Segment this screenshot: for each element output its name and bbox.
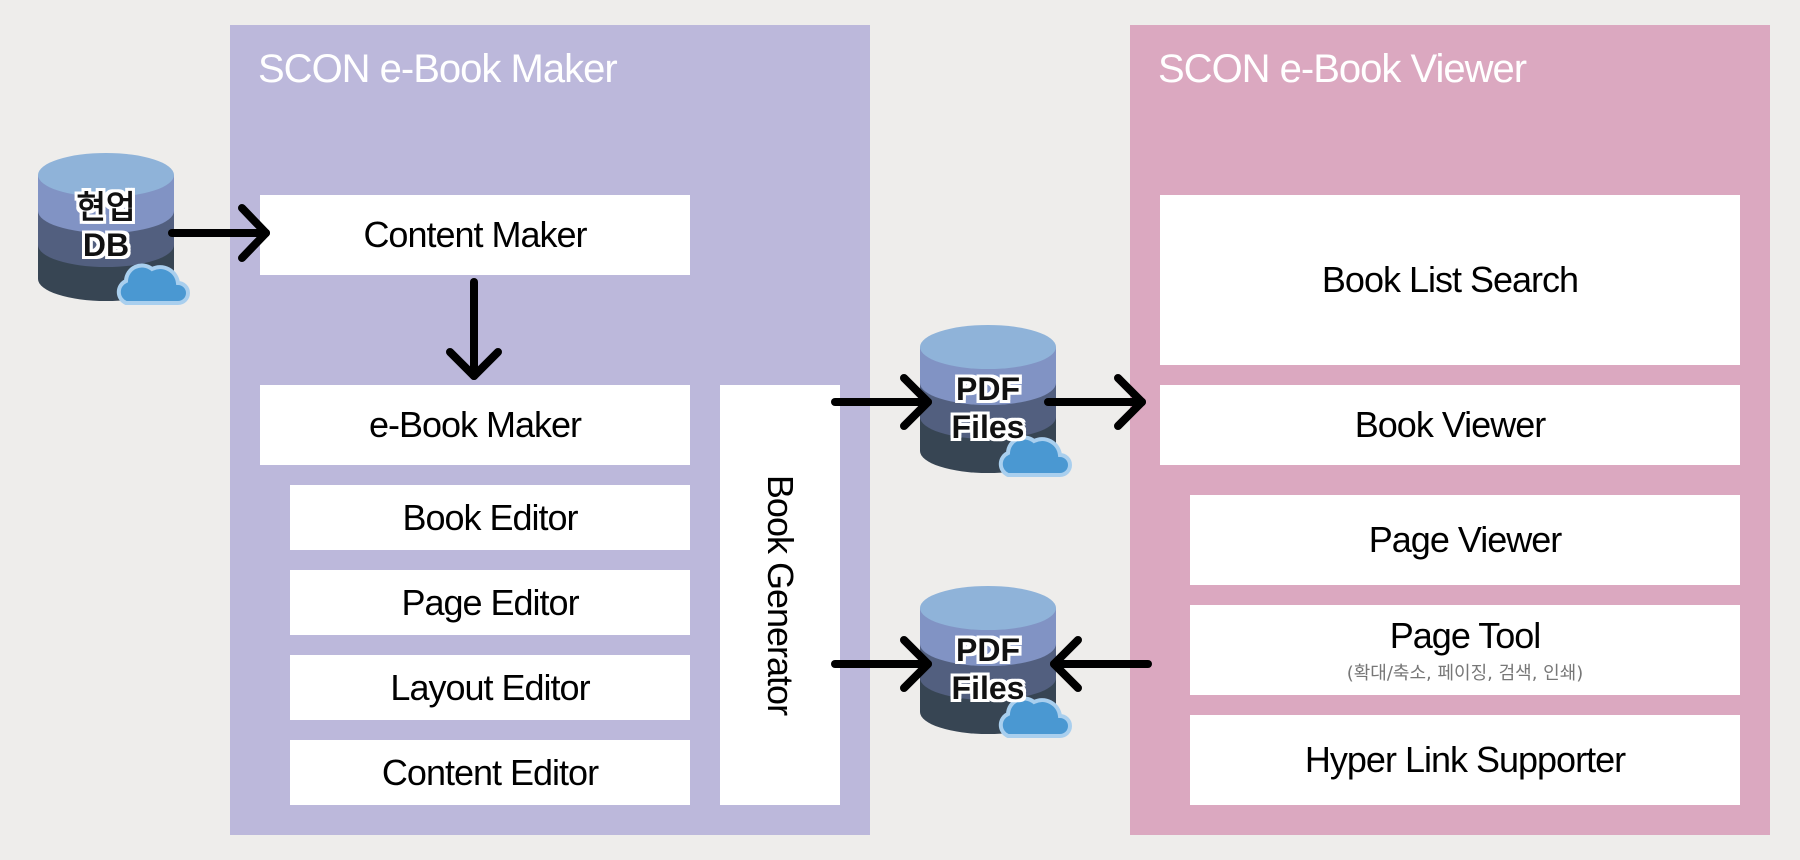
arrow-generator-to-pdf-top (831, 374, 932, 430)
book-list-search-label: Book List Search (1321, 259, 1579, 300)
content-maker-label: Content Maker (363, 214, 587, 255)
layout-editor-box[interactable]: Layout Editor (290, 655, 690, 720)
pdf-bottom-label-line2: Files (951, 670, 1025, 706)
page-editor-box[interactable]: Page Editor (290, 570, 690, 635)
arrow-content-maker-to-ebook-maker (446, 278, 502, 380)
page-viewer-label: Page Viewer (1368, 519, 1562, 560)
book-editor-label: Book Editor (402, 496, 578, 538)
cloud-icon (998, 435, 1072, 477)
book-viewer-box[interactable]: Book Viewer (1160, 385, 1740, 465)
pdf-top-label-line2: Files (951, 409, 1025, 445)
database-icon (920, 325, 1056, 473)
cloud-icon (998, 696, 1072, 738)
ebook-maker-label: e-Book Maker (368, 404, 582, 445)
db-label-line2: DB (82, 227, 130, 263)
book-viewer-label: Book Viewer (1354, 404, 1546, 445)
page-editor-label: Page Editor (401, 581, 579, 623)
pdf-bottom-label-line1: PDF (956, 632, 1020, 668)
hyperlink-supporter-box[interactable]: Hyper Link Supporter (1190, 715, 1740, 805)
book-list-search-box[interactable]: Book List Search (1160, 195, 1740, 365)
db-label-line1: 현업 (76, 189, 136, 225)
content-editor-label: Content Editor (381, 751, 599, 793)
page-viewer-box[interactable]: Page Viewer (1190, 495, 1740, 585)
page-tool-box[interactable]: Page Tool (확대/축소, 페이징, 검색, 인쇄) (1190, 605, 1740, 695)
cloud-icon (116, 263, 190, 305)
hyperlink-supporter-label: Hyper Link Supporter (1304, 739, 1626, 780)
layout-editor-label: Layout Editor (390, 666, 590, 708)
arrow-db-to-content-maker (168, 204, 270, 262)
book-editor-box[interactable]: Book Editor (290, 485, 690, 550)
ebook-maker-box[interactable]: e-Book Maker (260, 385, 690, 465)
arrow-generator-to-pdf-bottom (831, 636, 932, 692)
page-tool-sublabel: (확대/축소, 페이징, 검색, 인쇄) (1346, 663, 1584, 684)
viewer-panel-title: SCON e-Book Viewer (1158, 47, 1527, 91)
page-tool-label: Page Tool (1389, 615, 1541, 656)
content-editor-box[interactable]: Content Editor (290, 740, 690, 805)
maker-panel-title: SCON e-Book Maker (258, 47, 618, 91)
arrow-page-tool-to-pdf-bottom (1050, 636, 1152, 692)
arrow-pdf-top-to-book-viewer (1044, 374, 1146, 430)
content-maker-box[interactable]: Content Maker (260, 195, 690, 275)
database-icon (920, 586, 1056, 734)
pdf-files-bottom-cylinder: PDF Files (920, 586, 1072, 738)
book-generator-box[interactable]: Book Generator (720, 385, 840, 805)
pdf-top-label-line1: PDF (956, 371, 1020, 407)
pdf-files-top-cylinder: PDF Files (920, 325, 1072, 477)
business-db-cylinder: 현업 DB (38, 153, 190, 305)
